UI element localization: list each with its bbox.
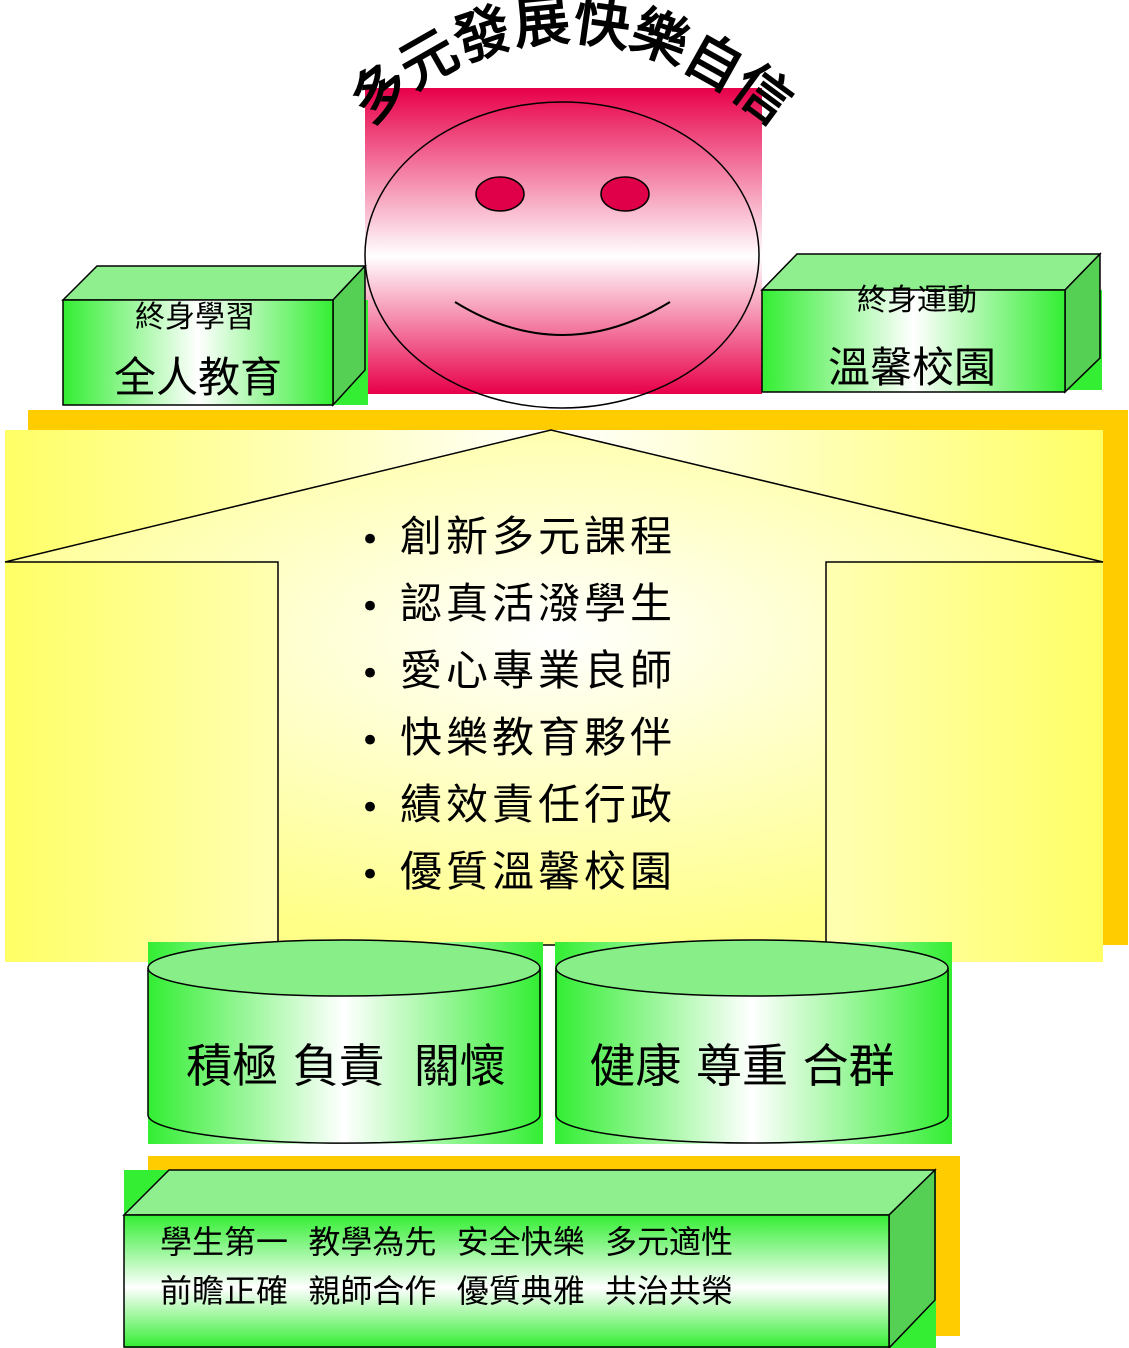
left-box: 終身學習 全人教育: [61, 264, 368, 407]
left-box-top: 終身學習: [135, 300, 255, 335]
bullet-icon: •: [360, 855, 385, 895]
pillar-text: 快樂教育夥伴: [400, 713, 677, 762]
bullet-icon: •: [360, 721, 385, 761]
bullet-icon: •: [360, 654, 385, 694]
pillar-item: • 績效責任行政: [360, 773, 780, 840]
foundation-line-2: 前瞻正確 親師合作 優質典雅 共治共榮: [160, 1272, 733, 1310]
smile: [454, 301, 671, 336]
pillar-item: • 創新多元課程: [360, 505, 780, 572]
bullet-icon: •: [360, 587, 385, 627]
face-background: [365, 88, 762, 394]
cylinder-left: 積極 負責 關懷: [147, 939, 543, 1144]
pillar-text: 愛心專業良師: [400, 646, 677, 695]
bullet-icon: •: [360, 788, 385, 828]
pillar-item: • 愛心專業良師: [360, 639, 780, 706]
foundation-line-1: 學生第一 教學為先 安全快樂 多元適性: [160, 1223, 733, 1261]
right-box-top: 終身運動: [857, 283, 977, 318]
bullet-icon: •: [360, 520, 385, 560]
cylinder-right: 健康 尊重 合群: [555, 939, 952, 1144]
cylinder-right-label: 健康 尊重 合群: [589, 1039, 894, 1093]
pillar-list: •創新多元課程 •認真活潑學生 •愛心專業良師 •快樂教育夥伴 •績效責任行政 …: [360, 505, 780, 907]
pillar-text: 績效責任行政: [400, 780, 677, 829]
pillar-item: • 認真活潑學生: [360, 572, 780, 639]
pillar-text: 優質溫馨校園: [400, 847, 677, 896]
arrow-shape: [4, 429, 1104, 946]
right-eye: [600, 176, 650, 212]
right-box-main: 溫馨校園: [828, 343, 996, 392]
pillar-item: • 快樂教育夥伴: [360, 706, 780, 773]
pillar-text: 創新多元課程: [400, 512, 677, 561]
cylinder-left-label: 積極 負責 關懷: [186, 1039, 506, 1093]
face-outline: [364, 101, 760, 409]
pillar-item: • 優質溫馨校園: [360, 840, 780, 907]
left-box-main: 全人教育: [114, 353, 282, 402]
foundation-box: 學生第一 教學為先 安全快樂 多元適性 前瞻正確 親師合作 優質典雅 共治共榮: [122, 1156, 960, 1348]
left-eye: [475, 176, 525, 212]
right-box: 終身運動 溫馨校園: [760, 252, 1102, 394]
pillar-text: 認真活潑學生: [400, 579, 677, 628]
